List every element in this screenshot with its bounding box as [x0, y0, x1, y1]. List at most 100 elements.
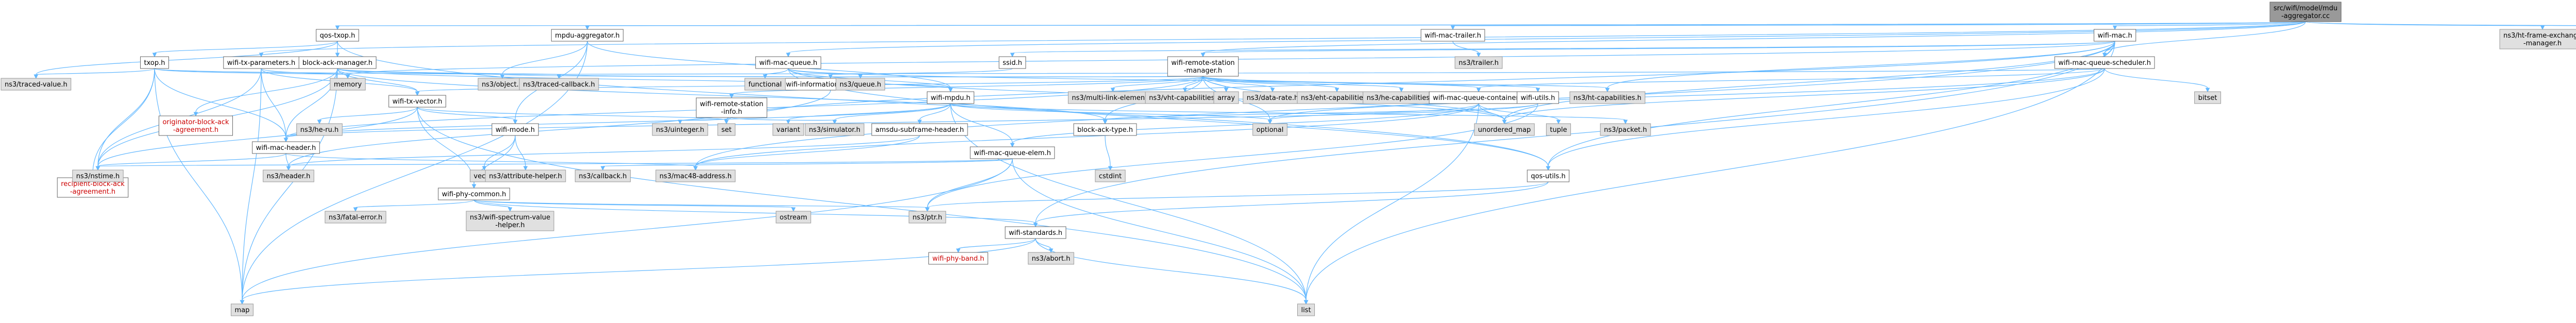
node-root[interactable]: src/wifi/model/mdu-aggregator.cc	[2269, 2, 2342, 22]
node-label: amsdu-subframe-header.h	[875, 126, 964, 134]
node-wifi-utils[interactable]: wifi-utils.h	[1517, 91, 1559, 104]
node-ns3-uinteger: ns3/uinteger.h	[652, 123, 708, 136]
node-box	[551, 29, 624, 42]
node-box	[1, 78, 72, 91]
edge-wifi-standards-to-list	[1035, 238, 1309, 305]
node-label: recipient-block-ack	[61, 180, 125, 188]
edge-wifi-standards-to-wifi-phy-band	[956, 238, 1036, 253]
node-wifi-phy-band[interactable]: wifi-phy-band.h	[928, 252, 988, 265]
node-label: ns3/simulator.h	[809, 126, 860, 134]
node-amsdu-subframe-header[interactable]: amsdu-subframe-header.h	[871, 123, 968, 136]
node-wifi-mode[interactable]: wifi-mode.h	[492, 123, 539, 136]
node-label: wifi-mac-queue.h	[759, 59, 818, 67]
node-mpdu-aggregator[interactable]: mpdu-aggregator.h	[551, 29, 624, 42]
node-ns3-mac48-address: ns3/mac48-address.h	[655, 169, 736, 182]
node-label: ns3/fatal-error.h	[329, 214, 382, 222]
edge-root-to-wifi-mac	[2112, 21, 2306, 30]
edge-wifi-remote-station-manager-to-wifi-remote-station-info	[729, 76, 1204, 99]
node-box	[296, 123, 343, 136]
node-wifi-mac-queue-elem[interactable]: wifi-mac-queue-elem.h	[970, 146, 1055, 159]
edge-wifi-mpdu-to-ns3-packet	[950, 103, 1628, 125]
node-ns3-ht-capabilities: ns3/ht-capabilities.h	[1569, 91, 1646, 104]
edge-wifi-tx-vector-to-ns3-nstime	[95, 107, 418, 171]
edge-wifi-mac-queue-container-to-optional	[1267, 103, 1479, 125]
node-ns3-fatal-error: ns3/fatal-error.h	[325, 211, 386, 224]
node-wifi-mac[interactable]: wifi-mac.h	[2093, 29, 2137, 42]
node-box	[263, 169, 314, 182]
edge-wifi-remote-station-manager-to-ns3-multi-link-element	[1110, 76, 1204, 93]
node-wifi-tx-parameters[interactable]: wifi-tx-parameters.h	[223, 56, 299, 69]
node-wifi-remote-station-info[interactable]: wifi-remote-station-info.h	[696, 97, 768, 118]
edge-wifi-mac-header-to-ns3-mac48-address	[285, 153, 698, 171]
node-label: ns3/header.h	[267, 173, 311, 180]
node-label: -manager.h	[1184, 67, 1222, 75]
node-box	[158, 115, 233, 136]
node-box	[1569, 91, 1646, 104]
edge-qos-utils-to-wifi-standards	[1033, 181, 1549, 228]
node-label: ns3/ht-capabilities.h	[1573, 94, 1641, 102]
node-recipient-bar[interactable]: recipient-block-ack-agreement.h	[57, 177, 129, 198]
node-box	[1073, 123, 1137, 136]
node-box	[836, 78, 885, 91]
node-array: array	[1213, 91, 1239, 104]
node-wifi-remote-station-manager[interactable]: wifi-remote-station-manager.h	[1167, 56, 1239, 77]
node-box	[1213, 91, 1239, 104]
node-wifi-tx-vector[interactable]: wifi-tx-vector.h	[388, 95, 446, 108]
node-ns3-he-ru: ns3/he-ru.h	[296, 123, 343, 136]
node-ssid[interactable]: ssid.h	[998, 56, 1026, 69]
node-box	[252, 141, 320, 154]
node-box	[970, 146, 1055, 159]
node-box	[574, 169, 631, 182]
edge-root-to-wifi-mac-trailer	[1450, 21, 2306, 30]
node-wifi-mac-header[interactable]: wifi-mac-header.h	[252, 141, 320, 154]
node-label: -info.h	[721, 108, 742, 116]
node-qos-txop[interactable]: qos-txop.h	[316, 29, 359, 42]
node-label: ns3/eht-capabilities.h	[1301, 94, 1373, 102]
node-label: -manager.h	[2523, 40, 2562, 47]
node-box	[330, 78, 366, 91]
node-wifi-mac-queue-container[interactable]: wifi-mac-queue-container.h	[1429, 91, 1529, 104]
edge-wifi-utils-to-block-ack-type	[1103, 103, 1538, 125]
node-ns3-eht-capabilities: ns3/eht-capabilities.h	[1297, 91, 1377, 104]
node-box	[388, 95, 446, 108]
edge-txop-to-ns3-traced-value	[33, 68, 155, 79]
node-txop[interactable]: txop.h	[140, 56, 169, 69]
node-wifi-phy-common[interactable]: wifi-phy-common.h	[438, 188, 510, 200]
edge-wifi-mac-queue-elem-to-ns3-callback	[600, 158, 1013, 171]
node-wifi-mpdu[interactable]: wifi-mpdu.h	[927, 91, 974, 104]
node-ns3-data-rate: ns3/data-rate.h	[1243, 91, 1302, 104]
node-wifi-mac-trailer[interactable]: wifi-mac-trailer.h	[1420, 29, 1485, 42]
edge-wifi-tx-vector-to-wifi-mode	[417, 107, 518, 125]
node-wifi-standards[interactable]: wifi-standards.h	[1005, 226, 1066, 239]
node-label: wifi-phy-common.h	[442, 191, 506, 198]
node-originator-bar[interactable]: originator-block-ack-agreement.h	[158, 115, 233, 136]
node-label: ns3/trailer.h	[1459, 59, 1499, 67]
node-box	[1297, 303, 1315, 316]
node-label: wifi-standards.h	[1009, 229, 1062, 237]
node-block-ack-type[interactable]: block-ack-type.h	[1073, 123, 1137, 136]
node-ns3-ptr: ns3/ptr.h	[908, 211, 946, 224]
edge-root-to-algorithm	[2305, 21, 2576, 26]
node-ns3-abort: ns3/abort.h	[1028, 252, 1074, 265]
edge-wifi-remote-station-manager-to-ns3-traced-callback	[556, 74, 1204, 79]
node-box	[871, 123, 968, 136]
node-block-ack-manager[interactable]: block-ack-manager.h	[298, 56, 377, 69]
edge-wifi-mac-queue-scheduler-to-qos-utils	[1546, 68, 2105, 171]
node-label: -agreement.h	[70, 188, 115, 196]
node-map: map	[231, 303, 253, 316]
node-label: -aggregator.cc	[2281, 12, 2330, 20]
node-box	[2054, 56, 2155, 69]
node-label: ns3/callback.h	[579, 173, 626, 180]
node-optional: optional	[1252, 123, 1287, 136]
node-label: ns3/data-rate.h	[1247, 94, 1298, 102]
node-box	[519, 78, 599, 91]
node-box	[1028, 252, 1074, 265]
node-qos-utils[interactable]: qos-utils.h	[1527, 169, 1570, 182]
node-label: originator-block-ack	[162, 118, 229, 126]
edge-txop-to-ns3-nstime	[95, 68, 155, 171]
node-wifi-mac-queue-scheduler[interactable]: wifi-mac-queue-scheduler.h	[2054, 56, 2155, 69]
node-box	[1420, 29, 1485, 42]
node-wifi-mac-queue[interactable]: wifi-mac-queue.h	[755, 56, 821, 69]
node-box	[2093, 29, 2137, 42]
